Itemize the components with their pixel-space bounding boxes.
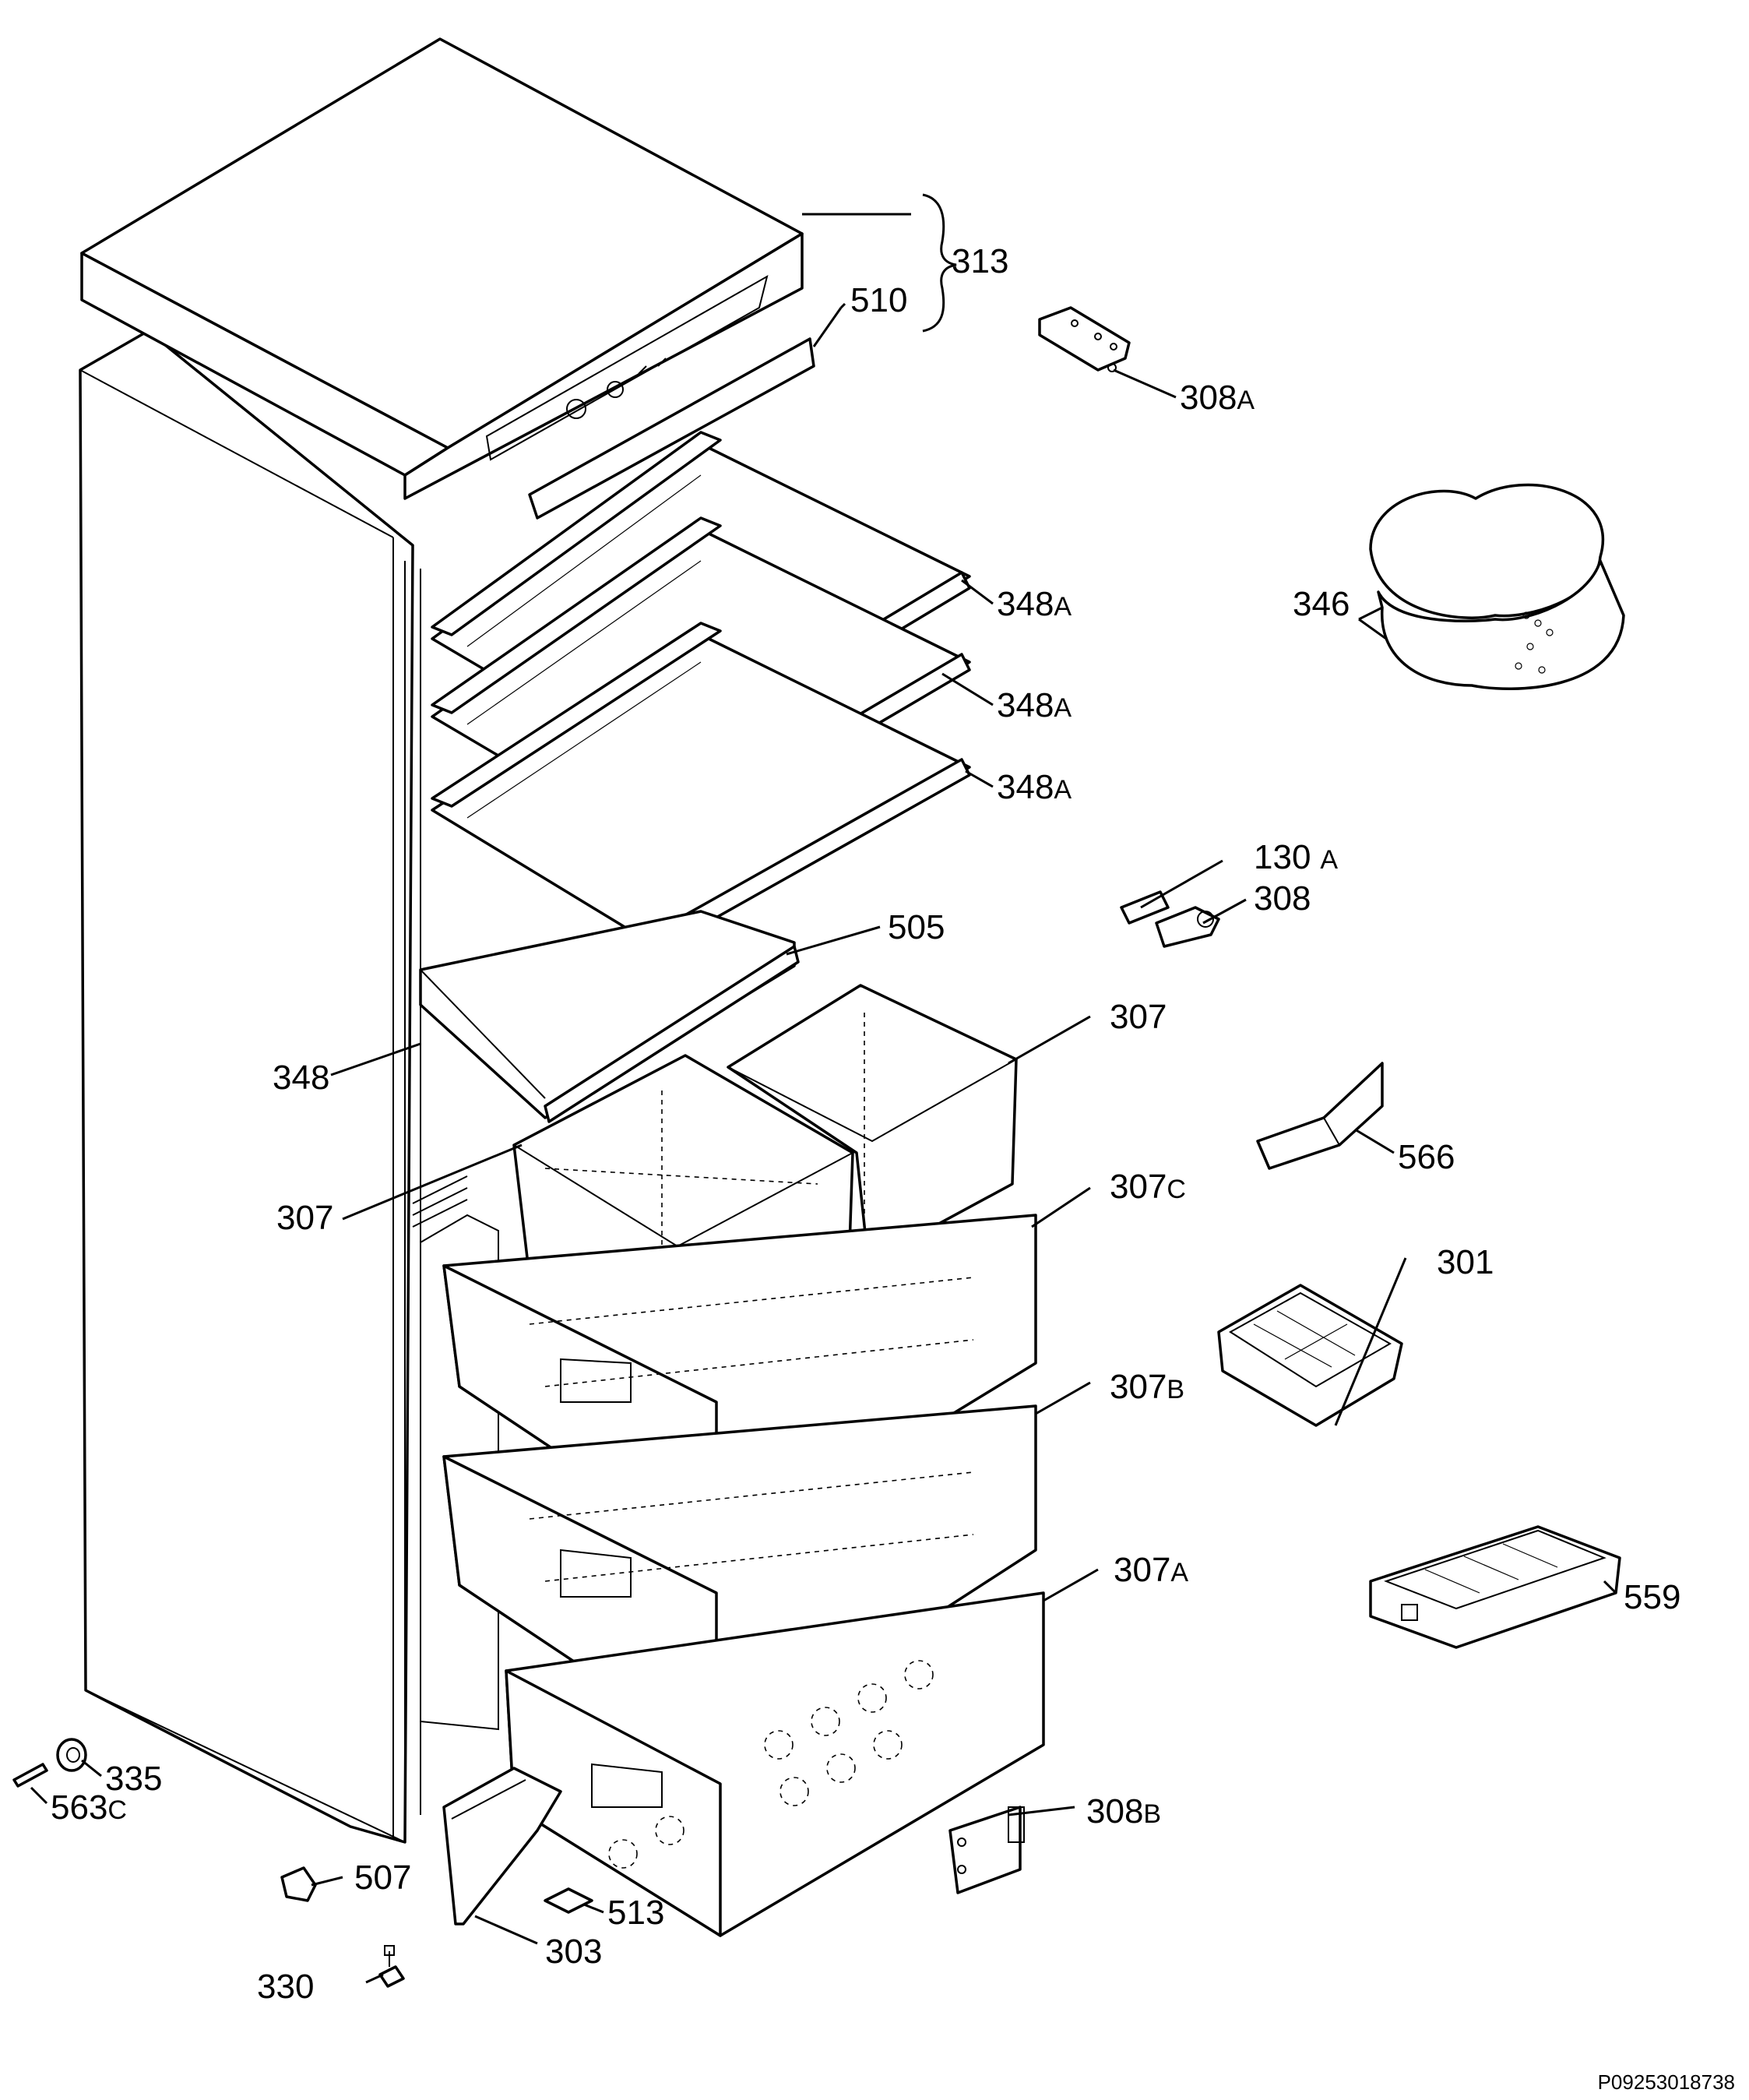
top-cover-313 — [80, 37, 804, 500]
reference-code: P09253018738 — [1598, 2070, 1735, 2094]
label-510: 510 — [850, 281, 907, 319]
label-563c: 563C — [51, 1788, 127, 1827]
adjustable-foot-330 — [378, 1945, 405, 1988]
cover-strip-513 — [544, 1887, 593, 1914]
label-307b: 307B — [1110, 1368, 1184, 1406]
label-348: 348 — [273, 1059, 329, 1097]
label-307-left: 307 — [276, 1199, 333, 1237]
label-346: 346 — [1293, 585, 1350, 623]
freezer-tray-559 — [1369, 1525, 1621, 1649]
pin-563c — [12, 1763, 48, 1788]
label-330: 330 — [257, 1968, 314, 2006]
label-303: 303 — [545, 1933, 602, 1971]
foot-335 — [56, 1738, 87, 1772]
label-507: 507 — [354, 1859, 411, 1897]
label-505: 505 — [888, 908, 945, 946]
label-307c: 307C — [1110, 1168, 1186, 1206]
shelf-strip-505 — [544, 945, 800, 1123]
label-513: 513 — [607, 1894, 664, 1932]
clip-507 — [280, 1866, 317, 1902]
label-348a-2: 348A — [997, 686, 1072, 724]
label-348a-3: 348A — [997, 768, 1072, 806]
label-308: 308 — [1254, 879, 1311, 918]
kick-plate-303 — [442, 1767, 562, 1926]
glass-shelf-348a-3 — [431, 622, 971, 952]
label-566: 566 — [1398, 1138, 1455, 1176]
leader-lines — [30, 193, 1617, 1984]
label-307a: 307A — [1114, 1551, 1188, 1589]
cabinet — [79, 329, 499, 1844]
hinge-308b — [948, 1806, 1025, 1894]
label-307-right: 307 — [1110, 998, 1167, 1036]
ice-scraper-566 — [1256, 1062, 1384, 1170]
hinge-308 — [1155, 906, 1220, 948]
hinge-308a — [1038, 306, 1131, 372]
label-335: 335 — [105, 1760, 162, 1798]
ice-cube-tray-301 — [1217, 1284, 1403, 1427]
egg-tray-346 — [1369, 483, 1625, 690]
label-348a-1: 348A — [997, 585, 1072, 623]
label-308b: 308B — [1086, 1792, 1161, 1830]
label-313: 313 — [952, 242, 1008, 280]
trim-strip-510 — [528, 337, 815, 520]
freezer-drawer-307a — [505, 1591, 1045, 1937]
label-308a: 308A — [1180, 379, 1255, 417]
label-301: 301 — [1437, 1243, 1494, 1281]
label-559: 559 — [1624, 1578, 1680, 1616]
